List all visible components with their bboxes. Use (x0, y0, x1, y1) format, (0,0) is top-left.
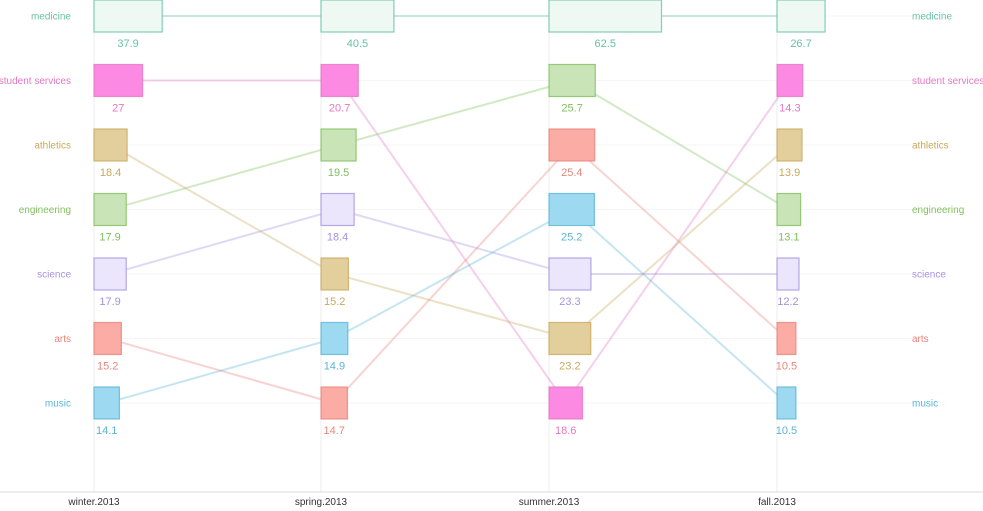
box-engineering-summer-2013 (548, 63, 596, 98)
line-student-services-2 (564, 79, 791, 404)
line-athletics-0 (110, 144, 336, 275)
x-tick-spring-2013: spring.2013 (295, 497, 348, 508)
line-student-services-1 (338, 79, 567, 404)
row-label-left-arts: arts (54, 334, 71, 345)
box-music-summer-2013 (548, 192, 595, 227)
value-label-athletics-fall-2013: 13.9 (779, 167, 800, 179)
value-label-music-winter-2013: 14.1 (96, 425, 117, 437)
row-label-right-arts: arts (912, 334, 929, 345)
line-science-1 (337, 208, 571, 275)
box-athletics-summer-2013 (548, 321, 592, 356)
value-label-arts-winter-2013: 15.2 (97, 361, 118, 373)
value-label-medicine-fall-2013: 26.7 (790, 38, 811, 50)
box-science-winter-2013 (93, 257, 127, 291)
line-science-0 (109, 208, 338, 275)
row-label-left-music: music (45, 399, 71, 410)
x-axis-ticks: winter.2013 spring.2013 summer.2013 fall.20… (67, 497, 796, 508)
value-label-science-winter-2013: 17.9 (99, 296, 120, 308)
box-medicine-fall-2013 (776, 0, 826, 33)
value-label-science-summer-2013: 23.3 (559, 296, 580, 308)
box-athletics-fall-2013 (776, 128, 803, 162)
line-engineering-1 (338, 79, 573, 146)
box-student-services-fall-2013 (776, 63, 804, 98)
value-label-music-summer-2013: 25.2 (561, 232, 582, 244)
line-engineering-2 (571, 79, 790, 211)
value-label-student-services-fall-2013: 14.3 (779, 103, 800, 115)
grid-lines (0, 0, 983, 493)
value-label-science-fall-2013: 12.2 (777, 296, 798, 308)
box-student-services-winter-2013 (93, 63, 144, 98)
line-music-2 (571, 208, 788, 404)
value-label-arts-spring-2013: 14.7 (324, 425, 345, 437)
box-student-services-spring-2013 (320, 63, 359, 98)
row-label-right-medicine: medicine (912, 12, 952, 23)
row-label-right-science: science (912, 270, 946, 281)
value-label-athletics-winter-2013: 18.4 (100, 167, 121, 179)
value-label-science-spring-2013: 18.4 (327, 232, 348, 244)
line-music-0 (106, 337, 335, 404)
box-arts-fall-2013 (776, 321, 797, 356)
x-tick-winter-2013: winter.2013 (67, 497, 120, 508)
value-label-engineering-spring-2013: 19.5 (328, 167, 349, 179)
line-arts-0 (107, 337, 335, 404)
box-athletics-spring-2013 (320, 257, 349, 291)
box-engineering-spring-2013 (320, 128, 357, 162)
x-tick-fall-2013: fall.2013 (758, 497, 796, 508)
value-label-athletics-spring-2013: 15.2 (324, 296, 345, 308)
row-label-right-athletics: athletics (912, 141, 949, 152)
row-label-left-student-services: student services (0, 76, 71, 87)
value-label-student-services-summer-2013: 18.6 (555, 425, 576, 437)
line-engineering-0 (109, 144, 339, 211)
box-arts-spring-2013 (320, 386, 349, 420)
row-label-left-science: science (37, 270, 71, 281)
value-label-music-spring-2013: 14.9 (324, 361, 345, 373)
box-medicine-summer-2013 (548, 0, 663, 33)
box-student-services-summer-2013 (548, 386, 584, 420)
box-arts-winter-2013 (93, 321, 122, 356)
value-label-engineering-summer-2013: 25.7 (561, 103, 582, 115)
box-engineering-fall-2013 (776, 192, 802, 227)
box-science-fall-2013 (776, 257, 800, 291)
row-label-right-student-services: student services (912, 76, 983, 87)
line-athletics-1 (334, 273, 571, 340)
value-label-arts-summer-2013: 25.4 (561, 167, 582, 179)
value-label-medicine-spring-2013: 40.5 (347, 38, 368, 50)
value-label-athletics-summer-2013: 23.2 (559, 361, 580, 373)
value-labels: 37.9 40.5 62.5 26.7 27 20.7 18.6 14.3 18.4 15.2 23… (96, 38, 812, 437)
row-labels: medicine medicine student services student … (0, 12, 983, 410)
value-label-arts-fall-2013: 10.5 (776, 361, 797, 373)
box-music-fall-2013 (776, 386, 797, 420)
box-engineering-winter-2013 (93, 192, 127, 227)
box-music-winter-2013 (93, 386, 120, 420)
line-athletics-2 (569, 144, 791, 340)
box-science-summer-2013 (548, 257, 592, 291)
box-arts-summer-2013 (548, 128, 596, 162)
value-label-music-fall-2013: 10.5 (776, 425, 797, 437)
box-science-spring-2013 (320, 192, 355, 227)
row-label-left-engineering: engineering (19, 205, 71, 216)
line-arts-1 (333, 144, 573, 404)
value-label-student-services-spring-2013: 20.7 (329, 103, 350, 115)
box-medicine-winter-2013 (93, 0, 163, 33)
value-boxes (93, 0, 826, 420)
row-label-right-music: music (912, 399, 938, 410)
value-label-student-services-winter-2013: 27 (112, 103, 124, 115)
box-athletics-winter-2013 (93, 128, 128, 162)
box-music-spring-2013 (320, 321, 349, 356)
value-label-medicine-winter-2013: 37.9 (117, 38, 138, 50)
row-label-left-athletics: athletics (34, 141, 71, 152)
box-medicine-spring-2013 (320, 0, 395, 33)
value-label-engineering-winter-2013: 17.9 (99, 232, 120, 244)
value-label-engineering-fall-2013: 13.1 (778, 232, 799, 244)
value-label-medicine-summer-2013: 62.5 (595, 38, 616, 50)
line-arts-2 (571, 144, 788, 340)
line-music-1 (333, 208, 573, 340)
x-tick-summer-2013: summer.2013 (519, 497, 580, 508)
row-label-left-medicine: medicine (31, 12, 71, 23)
row-label-right-engineering: engineering (912, 205, 964, 216)
